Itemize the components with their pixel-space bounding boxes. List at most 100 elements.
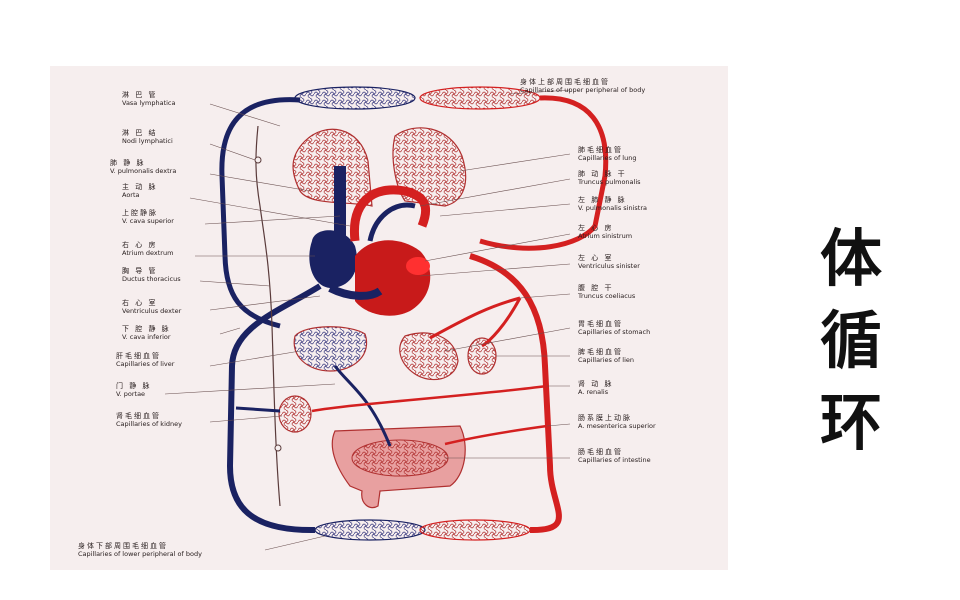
title-char: 循 xyxy=(819,304,882,377)
label-truncus-pulmonalis: 肺 动 脉 干 Truncus pulmonalis xyxy=(578,170,641,186)
label-zh: 肺毛细血管 xyxy=(578,146,623,154)
lungs xyxy=(292,127,467,207)
label-capillaries-upper-body: 身体上部周围毛细血管 Capillaries of upper peripher… xyxy=(520,78,645,94)
label-v-portae: 门 静 脉 V. portae xyxy=(116,382,151,398)
label-zh: 下 腔 静 脉 xyxy=(122,325,171,333)
label-en: Atrium sinistrum xyxy=(578,232,633,240)
label-zh: 上腔静脉 xyxy=(122,209,158,217)
label-en: Ventriculus sinister xyxy=(578,262,640,270)
label-capillaries-kidney: 肾毛细血管 Capillaries of kidney xyxy=(116,412,182,428)
label-zh: 身体上部周围毛细血管 xyxy=(520,78,610,86)
label-en: V. pulmonalis dextra xyxy=(110,167,177,175)
label-zh: 肾 动 脉 xyxy=(578,380,614,388)
label-zh: 右 心 房 xyxy=(122,241,158,249)
label-zh: 淋 巴 管 xyxy=(122,91,158,99)
label-capillaries-liver: 肝毛细血管 Capillaries of liver xyxy=(116,352,174,368)
stomach xyxy=(399,332,459,381)
coeliac-artery xyxy=(429,296,522,348)
label-en: Capillaries of liver xyxy=(116,360,175,368)
title-char: 体 xyxy=(819,222,882,295)
label-capillaries-intestine: 肠毛细血管 Capillaries of intestine xyxy=(578,448,651,464)
label-a-renalis: 肾 动 脉 A. renalis xyxy=(578,380,613,396)
label-zh: 肠毛细血管 xyxy=(578,448,623,456)
label-en: V. portae xyxy=(116,390,146,398)
label-zh: 身体下部周围毛细血管 xyxy=(78,542,168,550)
label-zh: 胸 导 管 xyxy=(122,267,158,275)
label-a-mesenterica-superior: 肠系膜上动脉 A. mesenterica superior xyxy=(578,414,656,430)
label-zh: 肺 动 脉 干 xyxy=(578,170,627,178)
systemic-artery-upper xyxy=(479,95,609,251)
label-en: Capillaries of lung xyxy=(578,154,637,162)
label-zh: 主 动 脉 xyxy=(122,183,158,191)
label-zh: 左 肺 静 脉 xyxy=(578,196,627,204)
portal-vein xyxy=(333,365,392,447)
label-en: Truncus pulmonalis xyxy=(578,178,641,186)
label-capillaries-lien: 脾毛细血管 Capillaries of lien xyxy=(578,348,634,364)
label-v-cava-superior: 上腔静脉 V. cava superior xyxy=(122,209,174,225)
label-en: Truncus coeliacus xyxy=(578,292,636,300)
label-en: A. renalis xyxy=(578,388,609,396)
label-capillaries-stomach: 胃毛细血管 Capillaries of stomach xyxy=(578,320,650,336)
label-zh: 肠系膜上动脉 xyxy=(578,414,632,422)
label-ventriculus-sinister: 左 心 室 Ventriculus sinister xyxy=(578,254,640,270)
label-nodi-lymphatici: 淋 巴 结 Nodi lymphatici xyxy=(122,129,173,145)
page-title: 体 循 环 xyxy=(806,218,896,464)
renal-artery xyxy=(311,384,548,413)
lymph-vessel xyxy=(255,125,281,507)
label-en: Aorta xyxy=(122,191,140,199)
label-v-pulmonalis-sinistra: 左 肺 静 脉 V. pulmonalis sinistra xyxy=(578,196,647,212)
label-zh: 左 心 室 xyxy=(578,254,614,262)
label-zh: 肺 静 脉 xyxy=(110,159,146,167)
label-en: Capillaries of kidney xyxy=(116,420,182,428)
upper-capillary-bed xyxy=(294,86,541,110)
label-en: V. cava superior xyxy=(122,217,174,225)
spleen xyxy=(467,337,497,375)
label-zh: 脾毛细血管 xyxy=(578,348,623,356)
label-zh: 门 静 脉 xyxy=(116,382,152,390)
inferior-vena-cava xyxy=(226,283,322,534)
label-zh: 胃毛细血管 xyxy=(578,320,623,328)
heart xyxy=(309,166,431,316)
leader-lines xyxy=(164,89,571,551)
label-en: A. mesenterica superior xyxy=(578,422,656,430)
label-zh: 淋 巴 结 xyxy=(122,129,158,137)
label-en: Capillaries of intestine xyxy=(578,456,651,464)
label-en: Capillaries of lien xyxy=(578,356,635,364)
label-capillaries-lower-body: 身体下部周围毛细血管 Capillaries of lower peripher… xyxy=(78,542,202,558)
label-en: Capillaries of lower peripheral of body xyxy=(78,550,202,558)
lymph-node xyxy=(254,156,262,164)
label-zh: 右 心 室 xyxy=(122,299,158,307)
label-aorta: 主 动 脉 Aorta xyxy=(122,183,157,199)
label-atrium-dextrum: 右 心 房 Atrium dextrum xyxy=(122,241,173,257)
label-truncus-coeliacus: 腹 腔 干 Truncus coeliacus xyxy=(578,284,635,300)
title-char: 环 xyxy=(819,386,882,459)
label-zh: 腹 腔 干 xyxy=(578,284,614,292)
label-en: Vasa lymphatica xyxy=(122,99,176,107)
label-en: Ductus thoracicus xyxy=(122,275,181,283)
label-v-pulmonalis-dextra: 肺 静 脉 V. pulmonalis dextra xyxy=(110,159,176,175)
intestine-capillaries xyxy=(351,439,449,477)
circulation-diagram: 淋 巴 管 Vasa lymphatica 淋 巴 结 Nodi lymphat… xyxy=(50,66,728,570)
lower-capillary-bed xyxy=(314,519,531,541)
label-en: Atrium dextrum xyxy=(122,249,174,257)
label-en: V. cava inferior xyxy=(122,333,171,341)
lymph-node xyxy=(274,444,282,452)
kidney xyxy=(278,395,312,433)
label-zh: 肾毛细血管 xyxy=(116,412,161,420)
liver xyxy=(293,326,368,372)
label-en: Nodi lymphatici xyxy=(122,137,173,145)
label-zh: 左 心 房 xyxy=(578,224,614,232)
descending-aorta xyxy=(469,253,562,534)
label-vasa-lymphatica: 淋 巴 管 Vasa lymphatica xyxy=(122,91,176,107)
label-atrium-sinistrum: 左 心 房 Atrium sinistrum xyxy=(578,224,632,240)
renal-vein xyxy=(235,406,281,413)
label-capillaries-lung: 肺毛细血管 Capillaries of lung xyxy=(578,146,636,162)
label-ventriculus-dexter: 右 心 室 Ventriculus dexter xyxy=(122,299,181,315)
mesenteric-artery xyxy=(444,424,548,446)
label-ductus-thoracicus: 胸 导 管 Ductus thoracicus xyxy=(122,267,181,283)
label-en: V. pulmonalis sinistra xyxy=(578,204,647,212)
label-zh: 肝毛细血管 xyxy=(116,352,161,360)
label-v-cava-inferior: 下 腔 静 脉 V. cava inferior xyxy=(122,325,171,341)
circulation-svg xyxy=(164,86,609,551)
label-en: Capillaries of upper peripheral of body xyxy=(520,86,646,94)
